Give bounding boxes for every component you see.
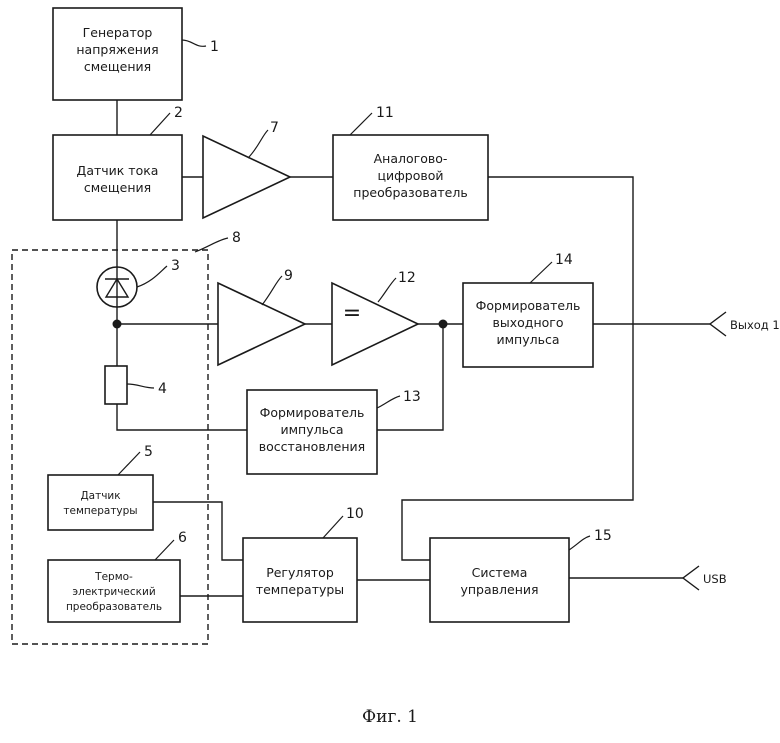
comparator-12: =	[332, 283, 418, 365]
block-1-line: смещения	[84, 59, 151, 74]
block-13-line: импульса	[280, 422, 343, 437]
block-15: Система управления	[430, 538, 569, 622]
comparator-symbol: =	[343, 301, 361, 326]
block-10-line: температуры	[256, 582, 344, 597]
block-11: Аналогово- цифровой преобразователь	[333, 135, 488, 220]
ref-number: 15	[594, 528, 612, 544]
block-11-line: Аналогово-	[374, 151, 448, 166]
block-13: Формирователь импульса восстановления	[247, 390, 377, 474]
block-2: Датчик тока смещения	[53, 135, 182, 220]
ref-number: 5	[144, 444, 153, 460]
block-6: Термо- электрический преобразователь	[48, 560, 180, 622]
resistor-icon	[105, 366, 127, 404]
block-5-line: температуры	[63, 505, 137, 517]
ref-number: 11	[376, 105, 394, 121]
block-14-line: импульса	[496, 332, 559, 347]
block-10: Регулятор температуры	[243, 538, 357, 622]
block-15-line: Система	[472, 565, 528, 580]
block-1-line: напряжения	[76, 42, 158, 57]
ref-number: 6	[178, 530, 187, 546]
ref-number: 1	[210, 39, 219, 55]
block-2-line: смещения	[84, 180, 151, 195]
block-1-line: Генератор	[83, 25, 153, 40]
block-11-line: цифровой	[377, 168, 443, 183]
block-11-line: преобразователь	[353, 185, 467, 200]
figure-caption: Фиг. 1	[362, 707, 418, 727]
ref-number: 10	[346, 506, 364, 522]
block-6-line: электрический	[72, 586, 155, 598]
ref-number: 13	[403, 389, 421, 405]
output-1-label: Выход 1	[730, 318, 780, 332]
block-15-line: управления	[460, 582, 538, 597]
block-2-line: Датчик тока	[77, 163, 159, 178]
ref-number: 14	[555, 252, 573, 268]
block-5-line: Датчик	[80, 490, 120, 502]
block-1: Генератор напряжения смещения	[53, 8, 182, 100]
amplifier-9-icon	[218, 283, 305, 365]
block-10-line: Регулятор	[266, 565, 334, 580]
ref-number: 3	[171, 258, 180, 274]
block-13-line: восстановления	[259, 439, 365, 454]
ref-number: 8	[232, 230, 241, 246]
junction-node	[113, 320, 122, 329]
block-14-line: Формирователь	[476, 298, 581, 313]
junction-node	[439, 320, 448, 329]
block-14: Формирователь выходного импульса	[463, 283, 593, 367]
block-6-line: преобразователь	[66, 601, 162, 613]
block-5: Датчик температуры	[48, 475, 153, 530]
ref-number: 2	[174, 105, 183, 121]
output-connector-icon	[710, 312, 726, 336]
ref-number: 9	[284, 268, 293, 284]
block-14-line: выходного	[493, 315, 564, 330]
usb-connector-icon	[683, 566, 699, 590]
block-6-line: Термо-	[94, 571, 133, 583]
photodiode-icon	[97, 267, 137, 307]
ref-number: 4	[158, 381, 167, 397]
usb-label: USB	[703, 572, 727, 586]
ref-number: 7	[270, 120, 279, 136]
amplifier-7-icon	[203, 136, 290, 218]
ref-number: 12	[398, 270, 416, 286]
block-13-line: Формирователь	[260, 405, 365, 420]
